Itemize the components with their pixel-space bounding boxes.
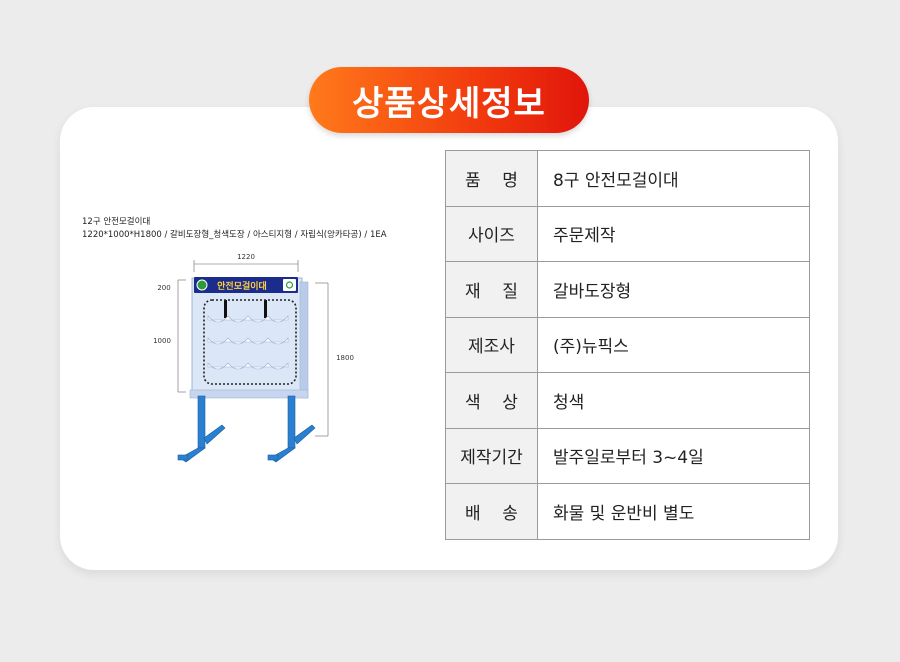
spec-value: 화물 및 운반비 별도: [537, 483, 810, 540]
spec-label: 품 명: [445, 150, 538, 207]
spec-value: 8구 안전모걸이대: [537, 150, 810, 207]
spec-value: 갈바도장형: [537, 261, 810, 318]
dim-height-label: 1800: [336, 354, 354, 362]
door-outline: [203, 299, 297, 385]
stand-legs: [177, 395, 316, 463]
sign-board: [194, 277, 298, 293]
spec-label: 재 질: [445, 261, 538, 318]
spec-row: 제조사(주)뉴픽스: [445, 316, 810, 373]
dim-body-label: 1000: [153, 337, 171, 345]
sign-label: 안전모걸이대: [217, 280, 267, 292]
spec-value: (주)뉴픽스: [537, 316, 810, 373]
spec-value: 주문제작: [537, 205, 810, 262]
spec-label: 색 상: [445, 372, 538, 429]
spec-label: 제작기간: [445, 427, 538, 484]
spec-label: 사이즈: [445, 205, 538, 262]
product-drawing: 1220 200 1000 1800 안전모걸이대: [153, 253, 354, 463]
spec-label: 제조사: [445, 316, 538, 373]
spec-label: 배 송: [445, 483, 538, 540]
spec-value: 청색: [537, 372, 810, 429]
spec-value: 발주일로부터 3~4일: [537, 427, 810, 484]
cabinet-body: [191, 277, 303, 397]
dim-top-label: 200: [157, 284, 170, 292]
caption-line-2: 1220*1000*H1800 / 갈비도장형_청색도장 / 아스티지형 / 자…: [82, 230, 387, 240]
helmet-row-3: [207, 362, 289, 370]
dim-width-label: 1220: [237, 253, 255, 261]
product-caption: 12구 안전모걸이대 1220*1000*H1800 / 갈비도장형_청색도장 …: [82, 216, 387, 242]
safety-logo-icon: [196, 279, 208, 291]
page-title: 상품상세정보: [309, 67, 589, 133]
helmet-row-1: [207, 315, 289, 323]
caption-line-1: 12구 안전모걸이대: [82, 217, 151, 227]
helmet-row-2: [207, 337, 289, 345]
